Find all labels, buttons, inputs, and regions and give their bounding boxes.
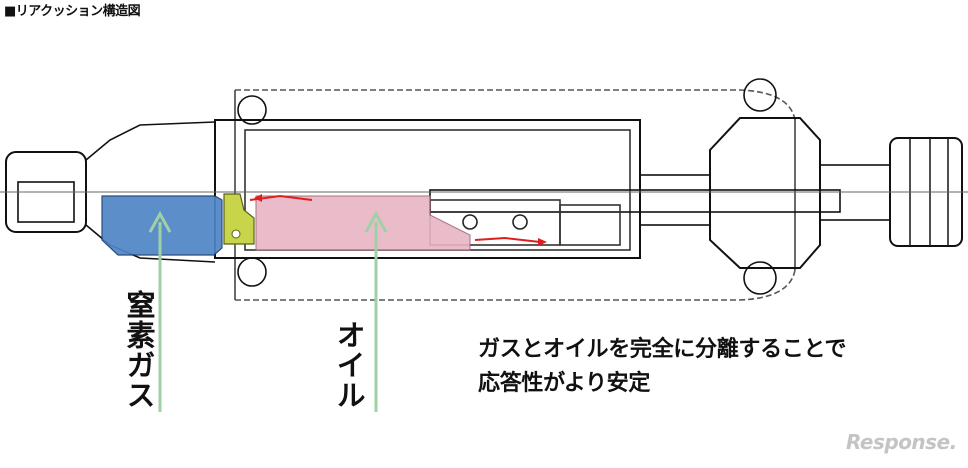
flow-arrow-head xyxy=(538,238,547,246)
gas-chamber xyxy=(101,195,223,256)
flow-arrow-head xyxy=(254,194,262,202)
label-nitrogen-gas: 窒素ガス xyxy=(122,290,156,410)
explanation-note: ガスとオイルを完全に分離することで 応答性がより安定 xyxy=(478,333,847,401)
note-line-1: ガスとオイルを完全に分離することで xyxy=(478,337,847,362)
separator-piston xyxy=(223,193,255,245)
response-watermark: Response. xyxy=(846,430,957,454)
diagram-title: ■リアクッション構造図 xyxy=(4,4,141,19)
oil-pointer-arrow xyxy=(364,210,388,412)
label-oil: オイル xyxy=(332,320,366,410)
oil-chamber xyxy=(255,195,471,251)
gas-pointer-arrow xyxy=(148,210,172,412)
flow-arrow xyxy=(474,236,541,243)
note-line-2: 応答性がより安定 xyxy=(478,371,651,396)
